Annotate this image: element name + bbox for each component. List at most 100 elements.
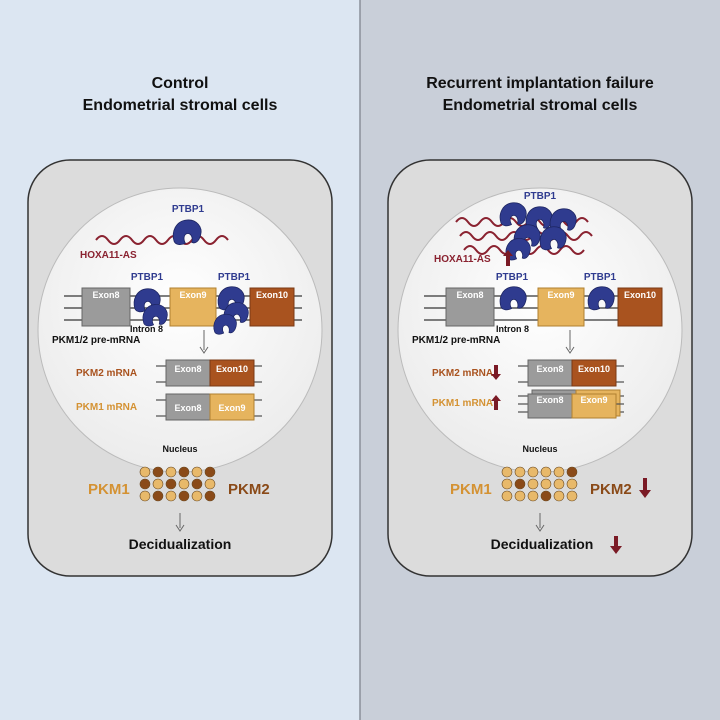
pkm1-dot — [566, 490, 578, 502]
right-pkm2-mrna-label: PKM2 mRNA — [432, 368, 493, 379]
left-pkm2-exon10-label: Exon10 — [216, 364, 248, 374]
right-hoxa11-as-rna-2 — [459, 231, 593, 241]
pkm1-dot — [204, 478, 216, 490]
left-nucleus-label: Nucleus — [162, 444, 197, 454]
right-pkm1-exon8-label: Exon8 — [536, 395, 563, 405]
left-decid-arrow-head — [175, 524, 185, 532]
pkm2-dot — [204, 466, 216, 478]
right-pkm2-exon8-label: Exon8 — [536, 364, 563, 374]
pkm1-dot — [540, 478, 552, 490]
right-nucleus — [397, 187, 683, 473]
right-pkm1-exon9-box — [571, 393, 617, 419]
left-title-line2: Endometrial stromal cells — [83, 97, 278, 114]
right-panel: Recurrent implantation failure Endometri… — [387, 75, 693, 577]
left-title-line1: Control — [152, 75, 209, 92]
pkm1-dot — [553, 490, 565, 502]
pkm1-dot — [501, 478, 513, 490]
left-pkm2-exon10-box — [209, 359, 255, 387]
left-pkm2-exon8-box — [165, 359, 211, 387]
left-pkm-dots — [139, 466, 216, 502]
pkm1-dot — [501, 466, 513, 478]
right-premrna: Exon8 Exon9 Exon10 — [424, 287, 663, 327]
left-exon9-label: Exon9 — [179, 290, 206, 300]
left-premrna: Exon8 Exon9 Exon10 — [64, 287, 302, 327]
right-pkm2-down-arrow-icon — [639, 478, 651, 498]
left-pkm1-exon8-label: Exon8 — [174, 403, 201, 413]
pkm2-dot — [566, 466, 578, 478]
pkm1-dot — [527, 466, 539, 478]
right-exon8-box — [445, 287, 495, 327]
pkm2-dot — [178, 466, 190, 478]
pkm1-dot — [191, 466, 203, 478]
left-pkm1-exon8-box — [165, 393, 211, 421]
left-pkm1-exon9-box — [209, 393, 255, 421]
left-pkm2-mrna-label: PKM2 mRNA — [76, 368, 137, 379]
left-panel: Control Endometrial stromal cells PTBP1 … — [27, 75, 333, 577]
left-pkm1-exon9-label: Exon9 — [218, 403, 245, 413]
pkm1-dot — [501, 490, 513, 502]
left-exon10-box — [249, 287, 295, 327]
pkm2-dot — [152, 466, 164, 478]
left-pkm1-label: PKM1 — [88, 481, 130, 498]
left-decidualization-label: Decidualization — [129, 536, 232, 552]
pkm1-dot — [178, 478, 190, 490]
right-exon10-label: Exon10 — [624, 290, 656, 300]
pkm1-dot — [139, 490, 151, 502]
right-exon9-box — [537, 287, 585, 327]
pkm2-dot — [165, 478, 177, 490]
left-ptbp1-label-b: PTBP1 — [218, 272, 251, 283]
left-premrna-label: PKM1/2 pre-mRNA — [52, 335, 140, 346]
right-title-line1: Recurrent implantation failure — [426, 75, 654, 92]
right-exon8-label: Exon8 — [456, 290, 483, 300]
right-decid-down-arrow-icon — [610, 536, 622, 554]
left-exon8-label: Exon8 — [92, 290, 119, 300]
right-pkm1-exon9-label: Exon9 — [580, 395, 607, 405]
pkm1-dot — [540, 466, 552, 478]
right-title-line2: Endometrial stromal cells — [443, 97, 638, 114]
right-ptbp1-label-a: PTBP1 — [496, 272, 529, 283]
right-pkm1-mrna-up-arrow-icon — [491, 395, 501, 410]
right-splicing-arrow-head — [565, 346, 575, 354]
pkm1-dot — [553, 466, 565, 478]
pkm1-dot — [165, 490, 177, 502]
right-pkm2-label: PKM2 — [590, 481, 632, 498]
right-pkm2-exon8-box — [527, 359, 573, 387]
left-pkm2-exon8-label: Exon8 — [174, 364, 201, 374]
left-ptbp1-label-a: PTBP1 — [131, 272, 164, 283]
right-decidualization-label: Decidualization — [491, 536, 594, 552]
pkm1-dot — [165, 466, 177, 478]
right-exon9-label: Exon9 — [547, 290, 574, 300]
pkm2-dot — [540, 490, 552, 502]
right-decid-arrow-head — [535, 524, 545, 532]
left-intron-label: Intron 8 — [130, 324, 163, 334]
pkm1-dot — [527, 490, 539, 502]
right-pkm1-label: PKM1 — [450, 481, 492, 498]
left-exon10-label: Exon10 — [256, 290, 288, 300]
right-pkm2-mrna-down-arrow-icon — [491, 365, 501, 380]
pkm1-dot — [527, 478, 539, 490]
right-premrna-label: PKM1/2 pre-mRNA — [412, 335, 500, 346]
pkm1-dot — [152, 478, 164, 490]
left-hoxa11-as-label: HOXA11-AS — [80, 250, 137, 261]
pkm1-dot — [566, 478, 578, 490]
left-pkm1-mrna-label: PKM1 mRNA — [76, 402, 137, 413]
left-exon9-box — [169, 287, 217, 327]
right-pkm-dots — [501, 466, 578, 502]
pkm2-dot — [204, 490, 216, 502]
pkm1-dot — [191, 490, 203, 502]
pkm1-dot — [553, 478, 565, 490]
left-splicing-arrow-head — [199, 346, 209, 354]
pkm2-dot — [191, 478, 203, 490]
left-pkm2-label: PKM2 — [228, 481, 270, 498]
right-nucleus-label: Nucleus — [522, 444, 557, 454]
pkm1-dot — [514, 490, 526, 502]
left-ptbp1-top-label: PTBP1 — [172, 204, 205, 215]
right-pkm2-exon10-box — [571, 359, 617, 387]
pkm2-dot — [178, 490, 190, 502]
right-intron-label: Intron 8 — [496, 324, 529, 334]
right-pkm1-mrna-label: PKM1 mRNA — [432, 398, 493, 409]
right-hoxa11-as-label: HOXA11-AS — [434, 254, 491, 265]
pkm2-dot — [139, 478, 151, 490]
